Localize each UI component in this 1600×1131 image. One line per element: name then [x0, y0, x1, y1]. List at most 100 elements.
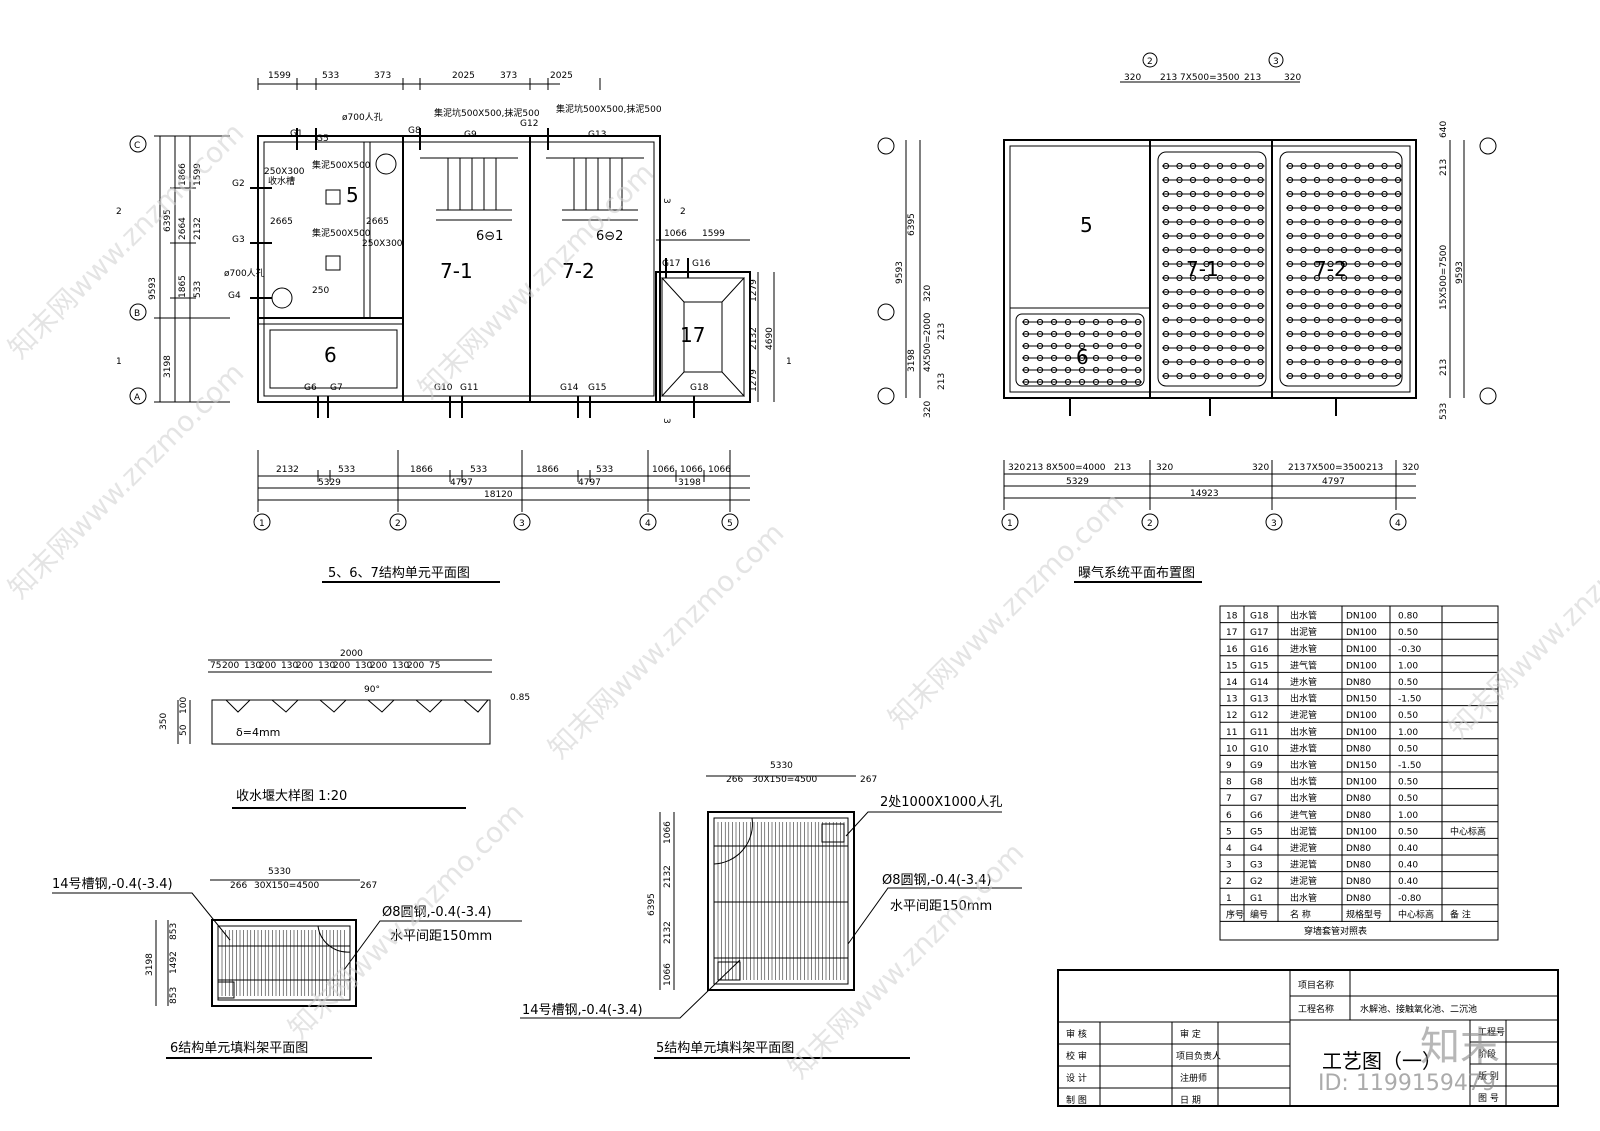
table-cell: G16 [1250, 645, 1269, 655]
dim: 3198 [163, 355, 173, 378]
diffuser [1230, 162, 1237, 170]
diffuser [1230, 288, 1237, 296]
dim: 9593 [148, 277, 158, 300]
diffuser [1354, 274, 1361, 282]
dim: 2025 [452, 71, 475, 81]
diffuser [1300, 176, 1307, 184]
table-cell: 1.00 [1398, 728, 1418, 738]
weir-dim: 130 [244, 661, 261, 671]
frame5-channel-label: 14号槽钢,-0.4(-3.4) [522, 1003, 643, 1018]
table-header: 名 称 [1290, 908, 1311, 920]
weir-detail [177, 659, 492, 809]
diffuser [1257, 274, 1264, 282]
weir-dim: 200 [407, 661, 424, 671]
diffuser [1243, 204, 1251, 212]
table-header: 中心标高 [1398, 908, 1434, 920]
table-cell: 16 [1226, 645, 1238, 655]
watermark-id: ID: 1199159479 [1318, 1071, 1496, 1096]
diffuser [1394, 232, 1402, 240]
diffuser [1394, 288, 1402, 296]
unit-label: 5 [346, 183, 359, 207]
pipe-tag: G13 [588, 130, 606, 140]
table-cell: 6 [1226, 811, 1232, 821]
pipe-tag: G15 [588, 383, 606, 393]
diffuser [1300, 358, 1307, 366]
diffuser [1300, 190, 1307, 198]
dim: 2000 [340, 649, 363, 659]
diffuser [1216, 176, 1224, 184]
dim: 8X500=4000 [1046, 463, 1106, 473]
diffuser [1394, 358, 1402, 366]
diffuser [1243, 372, 1251, 380]
tb-right-label: 阶段 [1478, 1048, 1496, 1060]
tb-left-label: 审 核 [1066, 1028, 1087, 1040]
frame5-plan [520, 775, 1022, 1059]
diffuser [1286, 316, 1294, 324]
diffuser [1189, 204, 1197, 212]
section-mark: 1 [786, 357, 792, 367]
diffuser [1340, 176, 1348, 184]
unit-label: 5 [1080, 213, 1093, 237]
diffuser [1022, 354, 1030, 362]
frame6-plan [52, 879, 522, 1059]
table-cell: DN100 [1346, 778, 1377, 788]
dim: 320 [1156, 463, 1173, 473]
diffuser [1394, 260, 1402, 268]
diffuser [1327, 288, 1334, 296]
diffuser [1394, 302, 1402, 310]
frame6-spacing-label: 水平间距150mm [390, 929, 492, 944]
dim: 15X500=7500 [1439, 244, 1449, 310]
watermark-text: 知末网www.znzmo.com [2, 356, 251, 605]
axis-label: B [134, 309, 140, 319]
dim: 533 [470, 465, 487, 475]
table-cell: -1.50 [1398, 761, 1422, 771]
frame6-rod-label: Ø8圆钢,-0.4(-3.4) [382, 905, 492, 920]
diffuser [1367, 204, 1375, 212]
table-cell: 出泥管 [1290, 626, 1317, 638]
diffuser [1327, 316, 1334, 324]
dim: 3198 [907, 349, 917, 372]
dim: 266 [230, 881, 247, 891]
diffuser [1106, 366, 1114, 374]
diffuser [1257, 302, 1264, 310]
diffuser [1313, 302, 1321, 310]
axis-label: 2 [1147, 57, 1153, 67]
watermark-text: 知末网www.znzmo.com [542, 516, 791, 765]
dim: 6395 [163, 209, 173, 232]
diffuser [1243, 274, 1251, 282]
dim: 2664 [178, 217, 188, 240]
dim: 2132 [193, 217, 203, 240]
diffuser [1354, 302, 1361, 310]
diffuser [1354, 218, 1361, 226]
diffuser [1162, 204, 1170, 212]
diffuser [1367, 232, 1375, 240]
table-cell: 0.50 [1398, 827, 1418, 837]
diffuser [1120, 366, 1128, 374]
diffuser [1243, 232, 1251, 240]
table-cell: DN80 [1346, 844, 1371, 854]
dim: 213 [1288, 463, 1305, 473]
diffuser [1394, 176, 1402, 184]
watermark-text: 知末网www.znzmo.com [2, 116, 251, 365]
diffuser [1313, 288, 1321, 296]
diffuser [1162, 358, 1170, 366]
table-cell: 进泥管 [1290, 842, 1317, 854]
tb-right-label: 工程号 [1478, 1027, 1505, 1038]
diffuser [1243, 302, 1251, 310]
diffuser [1189, 302, 1197, 310]
diffuser [1367, 274, 1375, 282]
diffuser [1367, 176, 1375, 184]
diffuser [1394, 218, 1402, 226]
dim: 1599 [702, 229, 725, 239]
diffuser [1176, 190, 1183, 198]
weir-dim: 130 [281, 661, 298, 671]
tb-right-label: 版 别 [1478, 1070, 1499, 1082]
diffuser [1327, 218, 1334, 226]
table-cell: 进气管 [1290, 659, 1317, 671]
diffuser [1064, 378, 1072, 386]
unit-label: 17 [680, 323, 705, 347]
diffuser [1327, 190, 1334, 198]
diffuser [1257, 344, 1264, 352]
table-cell: 17 [1226, 628, 1237, 638]
table-cell: 进水管 [1290, 742, 1317, 754]
